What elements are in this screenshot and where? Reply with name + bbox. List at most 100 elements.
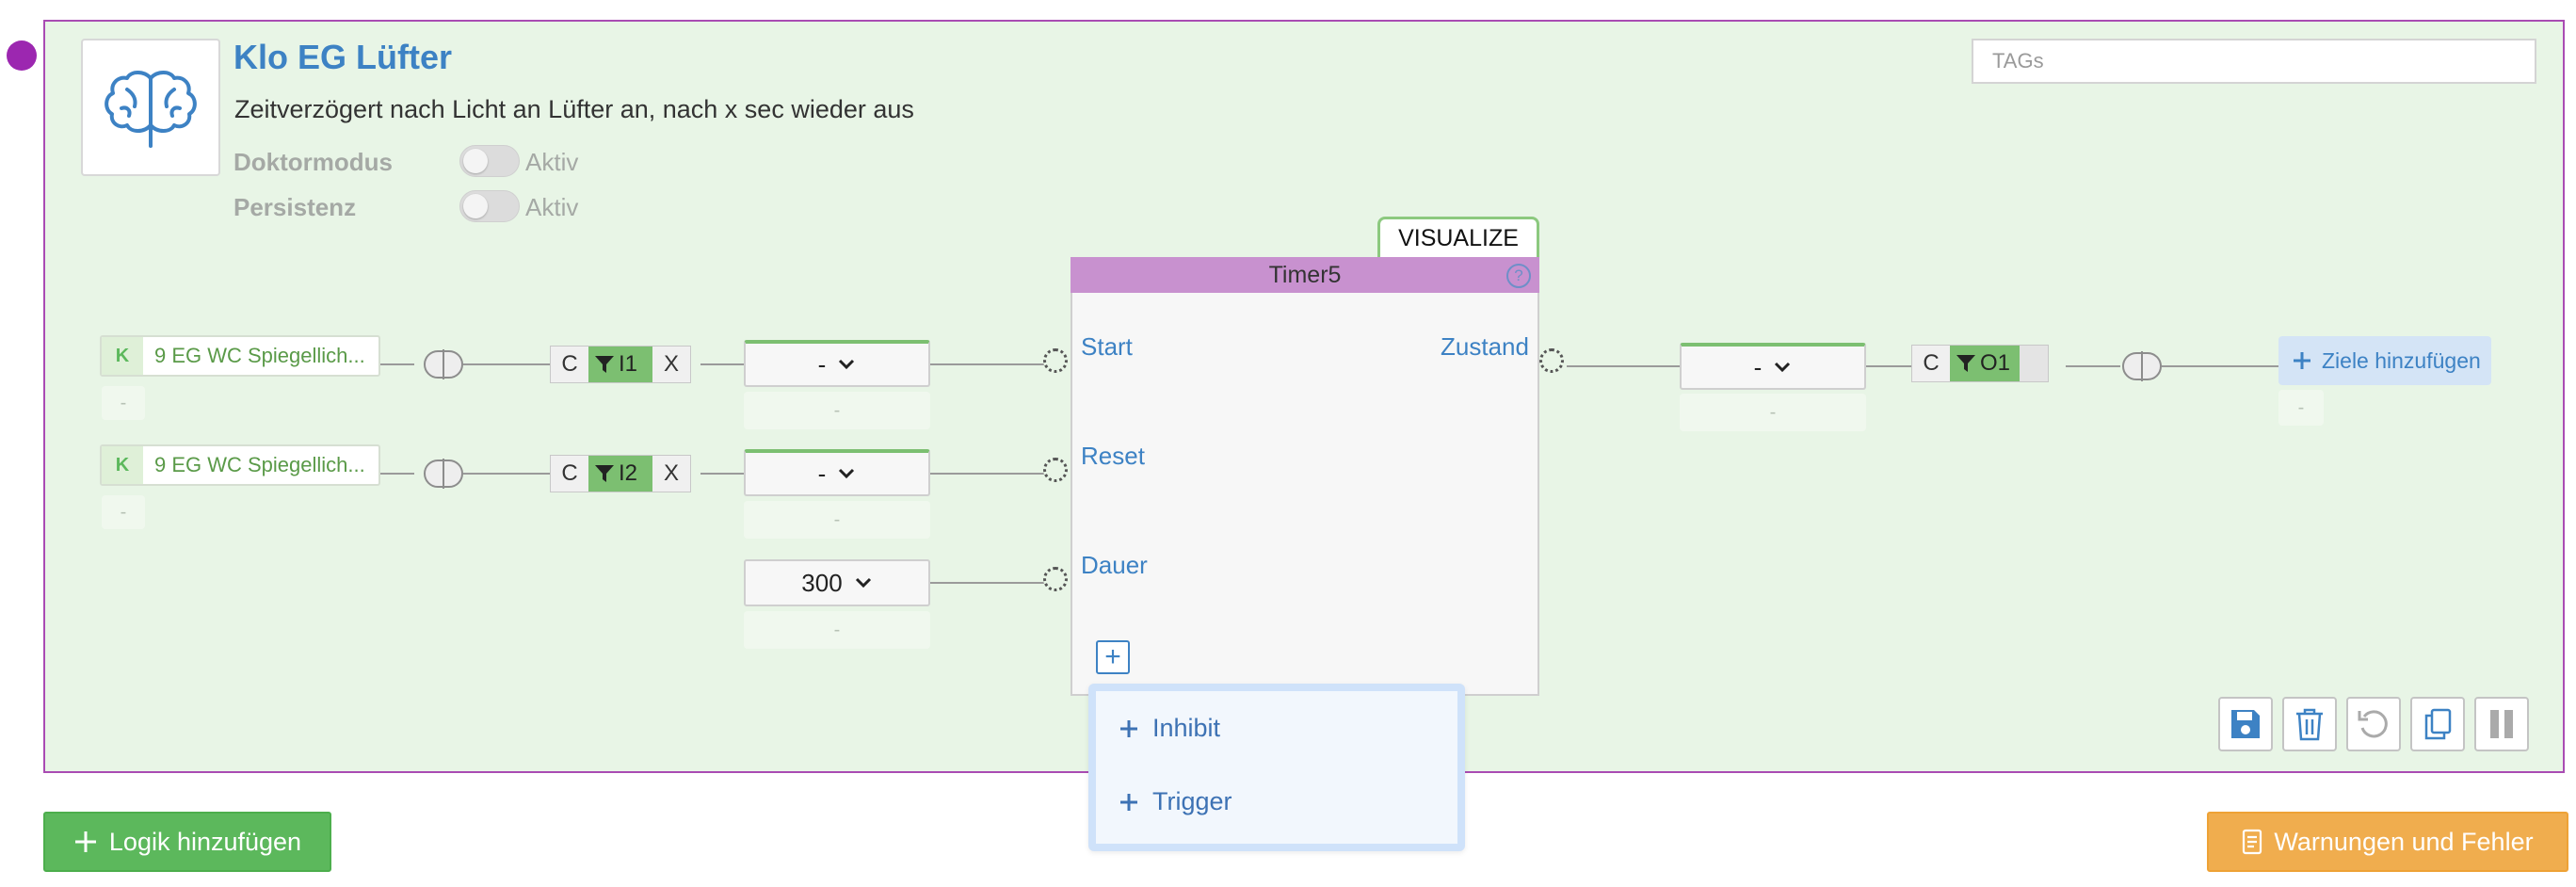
menu-item-trigger[interactable]: Trigger <box>1119 787 1232 816</box>
select-sub: - <box>744 392 930 429</box>
select-value: - <box>817 349 827 379</box>
add-targets-label: Ziele hinzufügen <box>2322 347 2481 373</box>
input-source[interactable]: K 9 EG WC Spiegellich... <box>100 335 380 377</box>
filter-remove-button[interactable]: X <box>663 460 679 486</box>
undo-button[interactable] <box>2346 697 2401 751</box>
port-label-zustand: Zustand <box>1441 332 1529 361</box>
doktormodus-toggle[interactable] <box>459 145 520 177</box>
undo-icon <box>2358 710 2388 738</box>
source-type-badge: K <box>102 337 143 375</box>
filter-button[interactable]: O1 <box>1950 346 2020 381</box>
source-label: 9 EG WC Spiegellich... <box>154 453 365 476</box>
delete-button[interactable] <box>2282 697 2337 751</box>
wire <box>463 473 550 475</box>
duration-value: 300 <box>801 568 843 597</box>
source-type-badge: K <box>102 446 143 484</box>
chevron-down-icon <box>1775 362 1791 373</box>
chevron-down-icon <box>855 577 871 589</box>
select-value: - <box>1753 352 1763 381</box>
port-label-start: Start <box>1081 332 1133 361</box>
tags-input[interactable] <box>1972 39 2536 84</box>
duration-sub: - <box>744 611 930 649</box>
input-port-dauer[interactable] <box>1043 567 1068 591</box>
wire <box>2066 365 2120 367</box>
wire <box>2162 365 2278 367</box>
chevron-down-icon <box>839 468 855 479</box>
plus-icon <box>2294 352 2310 369</box>
trash-icon <box>2296 708 2323 741</box>
wire <box>700 363 746 365</box>
source-label: 9 EG WC Spiegellich... <box>154 344 365 367</box>
input-select[interactable]: - <box>744 340 930 387</box>
timer-block <box>1071 257 1539 696</box>
wire <box>700 473 746 475</box>
warnings-label: Warnungen und Fehler <box>2274 827 2534 856</box>
warnings-button[interactable]: Warnungen und Fehler <box>2207 812 2568 872</box>
input-source[interactable]: K 9 EG WC Spiegellich... <box>100 444 380 486</box>
copy-icon <box>2424 708 2452 740</box>
filter-label: O1 <box>1980 350 2011 376</box>
select-value: - <box>817 459 827 488</box>
add-port-button[interactable]: + <box>1096 640 1130 674</box>
filter-empty-slot <box>2020 346 2048 381</box>
wire <box>930 473 1055 475</box>
input-port-start[interactable] <box>1043 348 1068 373</box>
wire <box>1866 365 1911 367</box>
wire <box>1567 365 1680 367</box>
document-icon <box>2243 829 2262 855</box>
port-label-dauer: Dauer <box>1081 551 1148 579</box>
filter-label: I1 <box>619 351 638 377</box>
target-sub: - <box>2278 390 2324 426</box>
filter-c-button[interactable]: C <box>561 460 578 486</box>
connector-icon[interactable] <box>424 349 463 379</box>
source-sub: - <box>102 495 145 529</box>
wire <box>463 363 550 365</box>
input-select[interactable]: - <box>744 449 930 496</box>
filter-c-button[interactable]: C <box>561 351 578 377</box>
duration-select[interactable]: 300 <box>744 559 930 606</box>
filter-button[interactable]: I2 <box>588 456 652 492</box>
filter-group: C I2 X <box>550 455 691 492</box>
menu-item-inhibit[interactable]: Inhibit <box>1119 714 1220 743</box>
filter-group: C I1 X <box>550 346 691 383</box>
filter-c-button[interactable]: C <box>1923 350 1940 376</box>
connector-icon[interactable] <box>424 459 463 489</box>
persistenz-state: Aktiv <box>525 193 579 221</box>
option-label-persistenz: Persistenz <box>233 193 357 221</box>
select-sub: - <box>744 501 930 539</box>
wire <box>930 582 1055 584</box>
port-label-reset: Reset <box>1081 442 1145 470</box>
option-label-doktormodus: Doktormodus <box>233 148 393 176</box>
persistenz-toggle[interactable] <box>459 190 520 222</box>
add-logic-label: Logik hinzufügen <box>108 827 302 856</box>
wire <box>930 363 1055 365</box>
copy-button[interactable] <box>2410 697 2465 751</box>
pause-button[interactable] <box>2474 697 2529 751</box>
block-title: Timer5 <box>1071 257 1539 293</box>
chevron-down-icon <box>839 359 855 370</box>
help-icon[interactable]: ? <box>1506 264 1531 288</box>
add-port-menu <box>1088 684 1465 851</box>
logic-icon-box <box>81 39 220 176</box>
pause-icon <box>2490 710 2513 738</box>
logic-description: Zeitverzögert nach Licht an Lüfter an, n… <box>234 95 914 123</box>
input-port-reset[interactable] <box>1043 458 1068 482</box>
wire <box>378 363 414 365</box>
add-targets-button[interactable]: Ziele hinzufügen <box>2278 336 2491 385</box>
plus-icon <box>74 831 96 852</box>
connector-icon[interactable] <box>2122 351 2162 381</box>
filter-button[interactable]: I1 <box>588 347 652 382</box>
filter-icon <box>595 465 614 482</box>
doktormodus-state: Aktiv <box>525 148 579 176</box>
select-sub: - <box>1680 394 1866 431</box>
output-select[interactable]: - <box>1680 343 1866 390</box>
filter-label: I2 <box>619 460 638 486</box>
output-port-zustand[interactable] <box>1539 348 1564 373</box>
wire <box>378 473 414 475</box>
add-logic-button[interactable]: Logik hinzufügen <box>43 812 331 872</box>
filter-icon <box>595 356 614 373</box>
visualize-tab[interactable]: VISUALIZE <box>1377 217 1539 258</box>
logic-title[interactable]: Klo EG Lüfter <box>233 38 452 76</box>
save-button[interactable] <box>2218 697 2273 751</box>
filter-remove-button[interactable]: X <box>663 351 679 377</box>
